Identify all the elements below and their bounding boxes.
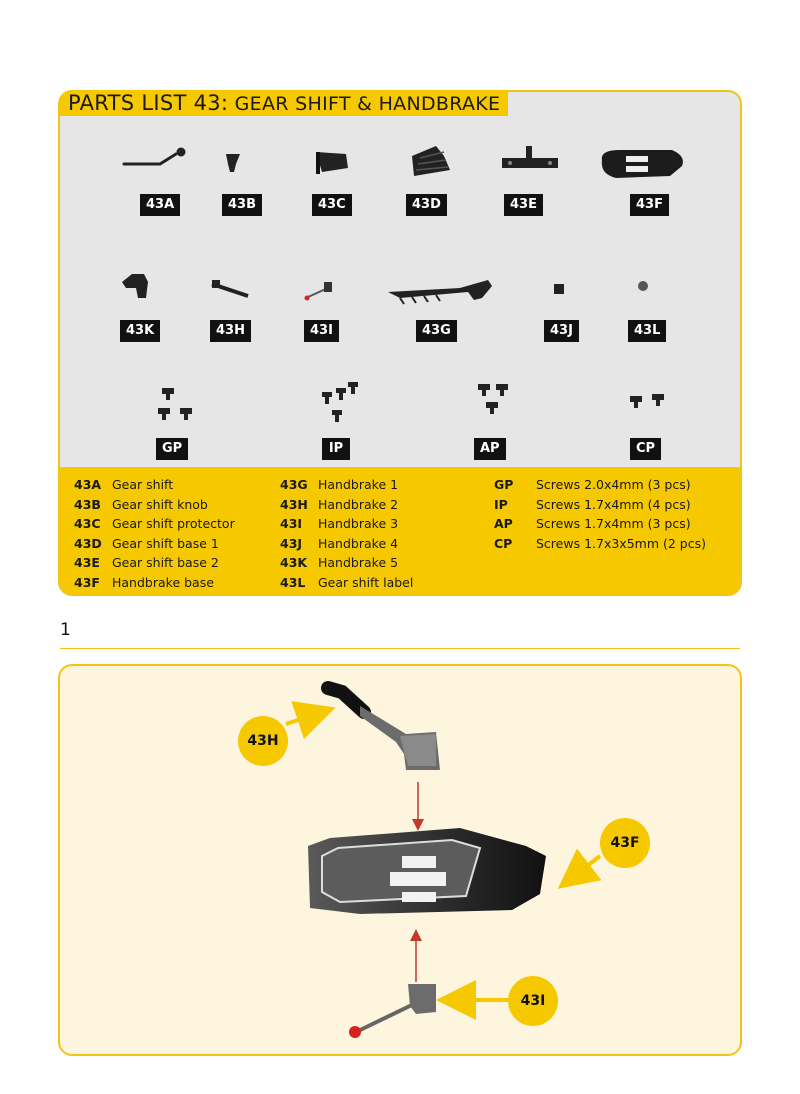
handbrake-4-part-image: [554, 284, 564, 294]
legend-name: Screws 1.7x4mm (4 pcs): [536, 496, 691, 512]
legend-row: IP Screws 1.7x4mm (4 pcs): [494, 495, 691, 515]
part-label-ip: IP: [322, 438, 350, 460]
parts-list-panel: 43A 43B 43C 43D 43E 43F 43K 43H 43I 43G …: [58, 90, 742, 596]
legend-code: CP: [494, 535, 513, 551]
legend-row: 43B Gear shift knob: [74, 495, 208, 515]
legend-code: 43D: [74, 535, 102, 551]
legend-code: 43J: [280, 535, 303, 551]
legend-row: 43J Handbrake 4: [280, 534, 398, 554]
legend-code: GP: [494, 477, 514, 492]
gear-shift-label-part-image: [638, 281, 648, 291]
part-label-43b: 43B: [222, 194, 262, 216]
parts-illustrations: [122, 146, 683, 422]
legend-code: 43B: [74, 496, 101, 512]
gear-shift-knob-part-image: [226, 154, 240, 172]
title-subtitle: GEAR SHIFT & HANDBRAKE: [228, 93, 501, 115]
legend-name: Gear shift: [112, 477, 174, 492]
part-label-43f: 43F: [630, 194, 669, 216]
legend-row: 43F Handbrake base: [74, 573, 214, 593]
handbrake-2-part-image: [211, 280, 249, 298]
handbrake-3-part-image: [304, 282, 332, 301]
legend-name: Gear shift base 1: [112, 535, 219, 551]
legend-row: 43G Handbrake 1: [280, 475, 398, 495]
legend-row: 43E Gear shift base 2: [74, 553, 219, 573]
legend-name: Handbrake 4: [318, 535, 399, 551]
assembly-illustration: [285, 681, 602, 1038]
legend-code: AP: [494, 516, 513, 531]
step-number: 1: [60, 620, 71, 640]
part-label-43g: 43G: [416, 320, 457, 342]
legend-row: 43A Gear shift: [74, 475, 173, 495]
legend-code: 43A: [74, 477, 102, 492]
legend-row: AP Screws 1.7x4mm (3 pcs): [494, 514, 691, 534]
legend-code: 43G: [280, 477, 308, 492]
legend-name: Gear shift protector: [112, 516, 235, 531]
legend-name: Screws 1.7x4mm (3 pcs): [536, 516, 691, 531]
gear-shift-base-1-part-image: [412, 146, 450, 176]
callout-43i: 43I: [508, 976, 558, 1026]
legend-code: 43L: [280, 574, 306, 590]
legend-row: CP Screws 1.7x3x5mm (2 pcs): [494, 534, 706, 554]
parts-list-title: PARTS LIST 43: GEAR SHIFT & HANDBRAKE: [60, 90, 509, 116]
legend-code: 43E: [74, 555, 100, 570]
part-label-43d: 43D: [406, 194, 447, 216]
legend-row: 43H Handbrake 2: [280, 495, 398, 515]
part-label-43k: 43K: [120, 320, 161, 342]
part-label-43h: 43H: [210, 320, 251, 342]
legend-name: Gear shift base 2: [112, 555, 219, 570]
handbrake-base-illustration: [308, 828, 546, 914]
parts-legend: 43A Gear shift 43B Gear shift knob 43C Gear s…: [60, 467, 740, 594]
legend-name: Handbrake 1: [318, 477, 399, 492]
gear-shift-protector-part-image: [316, 152, 348, 174]
handbrake-3-illustration: [349, 984, 436, 1038]
gear-shift-base-2-part-image: [502, 146, 558, 168]
legend-name: Handbrake 5: [318, 555, 399, 570]
legend-name: Handbrake base: [112, 574, 214, 590]
legend-row: 43L Gear shift label: [280, 573, 413, 593]
handbrake-1-part-image: [388, 280, 492, 305]
legend-code: 43C: [74, 516, 101, 531]
cp-screws-image: [630, 394, 664, 408]
legend-name: Gear shift label: [318, 574, 414, 590]
legend-name: Handbrake 2: [318, 496, 399, 512]
legend-row: 43I Handbrake 3: [280, 514, 398, 534]
step-1-panel: 43H 43F 43I: [58, 664, 742, 1056]
legend-row: 43C Gear shift protector: [74, 514, 235, 534]
legend-name: Gear shift knob: [112, 496, 208, 512]
handbrake-base-part-image: [601, 150, 683, 178]
ap-screws-image: [478, 384, 508, 414]
part-label-gp: GP: [156, 438, 189, 460]
legend-row: GP Screws 2.0x4mm (3 pcs): [494, 475, 691, 495]
part-label-ap: AP: [474, 438, 506, 460]
part-label-43c: 43C: [312, 194, 352, 216]
legend-name: Screws 2.0x4mm (3 pcs): [536, 477, 691, 492]
legend-row: 43K Handbrake 5: [280, 553, 398, 573]
part-label-43l: 43L: [628, 320, 667, 342]
handbrake-5-part-image: [122, 274, 148, 298]
part-label-43e: 43E: [504, 194, 543, 216]
legend-code: 43H: [280, 496, 308, 512]
step-divider: [60, 648, 740, 649]
legend-name: Handbrake 3: [318, 516, 399, 531]
gear-shift-part-image: [122, 147, 186, 166]
callout-43f: 43F: [600, 818, 650, 868]
part-label-43j: 43J: [544, 320, 579, 342]
gp-screws-image: [158, 388, 192, 420]
legend-code: 43I: [280, 516, 303, 531]
legend-code: 43F: [74, 574, 100, 590]
part-label-cp: CP: [630, 438, 662, 460]
legend-name: Screws 1.7x3x5mm (2 pcs): [536, 535, 706, 551]
ip-screws-image: [322, 382, 358, 422]
title-prefix: PARTS LIST 43:: [68, 91, 229, 115]
legend-code: IP: [494, 496, 508, 512]
legend-row: 43D Gear shift base 1: [74, 534, 219, 554]
part-label-43a: 43A: [140, 194, 181, 216]
legend-code: 43K: [280, 555, 308, 570]
part-label-43i: 43I: [304, 320, 339, 342]
callout-43h: 43H: [238, 716, 288, 766]
handbrake-2-illustration: [321, 681, 440, 770]
